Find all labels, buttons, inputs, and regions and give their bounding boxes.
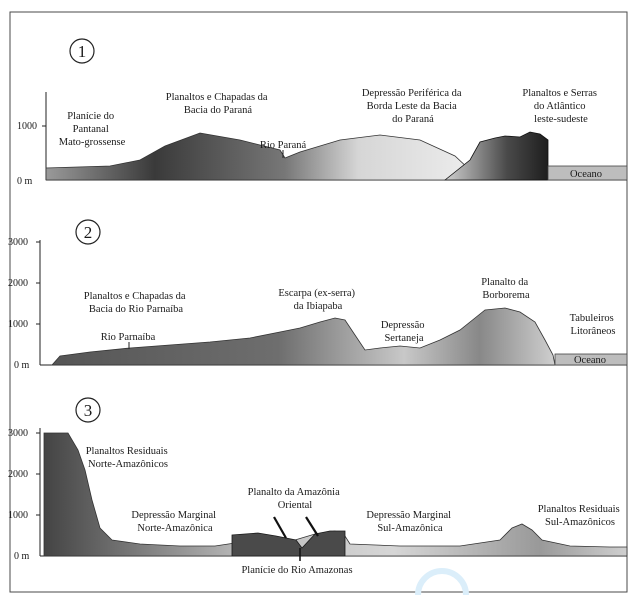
profile-2-label-borborema: Planalto da Borborema	[481, 277, 531, 301]
profile-3-label-north-depression: Depressão Marginal Norte-Amazônica	[131, 510, 218, 534]
profile-1-relief-east	[443, 131, 549, 181]
profile-3-tick-label-1000: 1000	[8, 510, 28, 521]
profile-2-tick-label-0: 0 m	[14, 360, 30, 371]
profile-2-ocean	[554, 353, 628, 366]
profile-3-plateau-pointer-right	[305, 516, 319, 537]
profile-3-tick-label-2000: 2000	[8, 469, 28, 480]
profile-2: 2 3000 2000 1000 0 m Oceano Planaltos e …	[8, 219, 628, 371]
profile-2-number-circle	[75, 219, 101, 245]
profile-2-label-ibiapaba: Escarpa (ex-serra) da Ibiapaba	[278, 288, 357, 312]
profile-1-label-parana-plateaus: Planaltos e Chapadas da Bacia do Paraná	[166, 92, 270, 116]
profile-3-label-north-residual: Planaltos Residuais Norte-Amazônicos	[86, 446, 171, 470]
profile-2-tick-label-3000: 3000	[8, 237, 28, 248]
profile-2-label-tabuleiros: Tabuleiros Litorâneos	[570, 313, 617, 337]
figure-frame	[9, 11, 628, 593]
profile-1-tick-label-1000: 1000	[17, 121, 37, 132]
profile-3-tick-label-0: 0 m	[14, 551, 30, 562]
profile-1-label-river: Rio Paraná	[260, 140, 307, 151]
profile-1-label-pantanal: Planície do Pantanal Mato-grossense	[59, 111, 126, 148]
profile-3-number-circle	[75, 397, 101, 423]
profile-1-ocean-label: Oceano	[570, 169, 602, 180]
profile-2-tick-label-2000: 2000	[8, 278, 28, 289]
profile-3-label-amazon-plateau: Planalto da Amazônia Oriental	[248, 487, 343, 511]
profile-3-plateau-pointer-left	[273, 516, 287, 539]
profile-1-number: 1	[78, 42, 87, 61]
watermark-arc	[415, 568, 469, 596]
profile-1-relief-west	[45, 132, 481, 181]
profile-1-label-depression: Depressão Periférica da Borda Leste da B…	[362, 88, 464, 125]
profile-2-label-river: Rio Parnaíba	[101, 332, 156, 343]
profile-1-number-circle	[69, 38, 95, 64]
profile-3-amazon-plateau-block	[231, 530, 346, 557]
profile-2-tick-label-1000: 1000	[8, 319, 28, 330]
profile-1-ocean	[547, 165, 628, 181]
profile-2-label-parnaiba: Planaltos e Chapadas da Bacia do Rio Par…	[84, 291, 188, 315]
profile-2-ocean-label: Oceano	[574, 355, 606, 366]
profile-3-label-south-depression: Depressão Marginal Sul-Amazônica	[366, 510, 453, 534]
profile-1-tick-label-0: 0 m	[17, 176, 33, 187]
profile-3-label-amazon-plain: Planície do Rio Amazonas	[241, 565, 352, 576]
profile-2-label-sertaneja: Depressão Sertaneja	[381, 320, 427, 344]
profile-2-number: 2	[84, 223, 93, 242]
profile-3: 3 3000 2000 1000 0 m Planaltos Residuais…	[8, 397, 628, 576]
profile-2-relief	[51, 307, 556, 366]
profile-1: 1 1000 0 m Oceano Planície do Pantanal M…	[17, 38, 628, 187]
profile-3-number: 3	[84, 401, 93, 420]
profile-3-tick-label-3000: 3000	[8, 428, 28, 439]
profile-1-label-atlantic: Planaltos e Serras do Atlântico leste-su…	[522, 88, 599, 125]
profile-3-label-south-residual: Planaltos Residuais Sul-Amazônicos	[538, 504, 623, 528]
